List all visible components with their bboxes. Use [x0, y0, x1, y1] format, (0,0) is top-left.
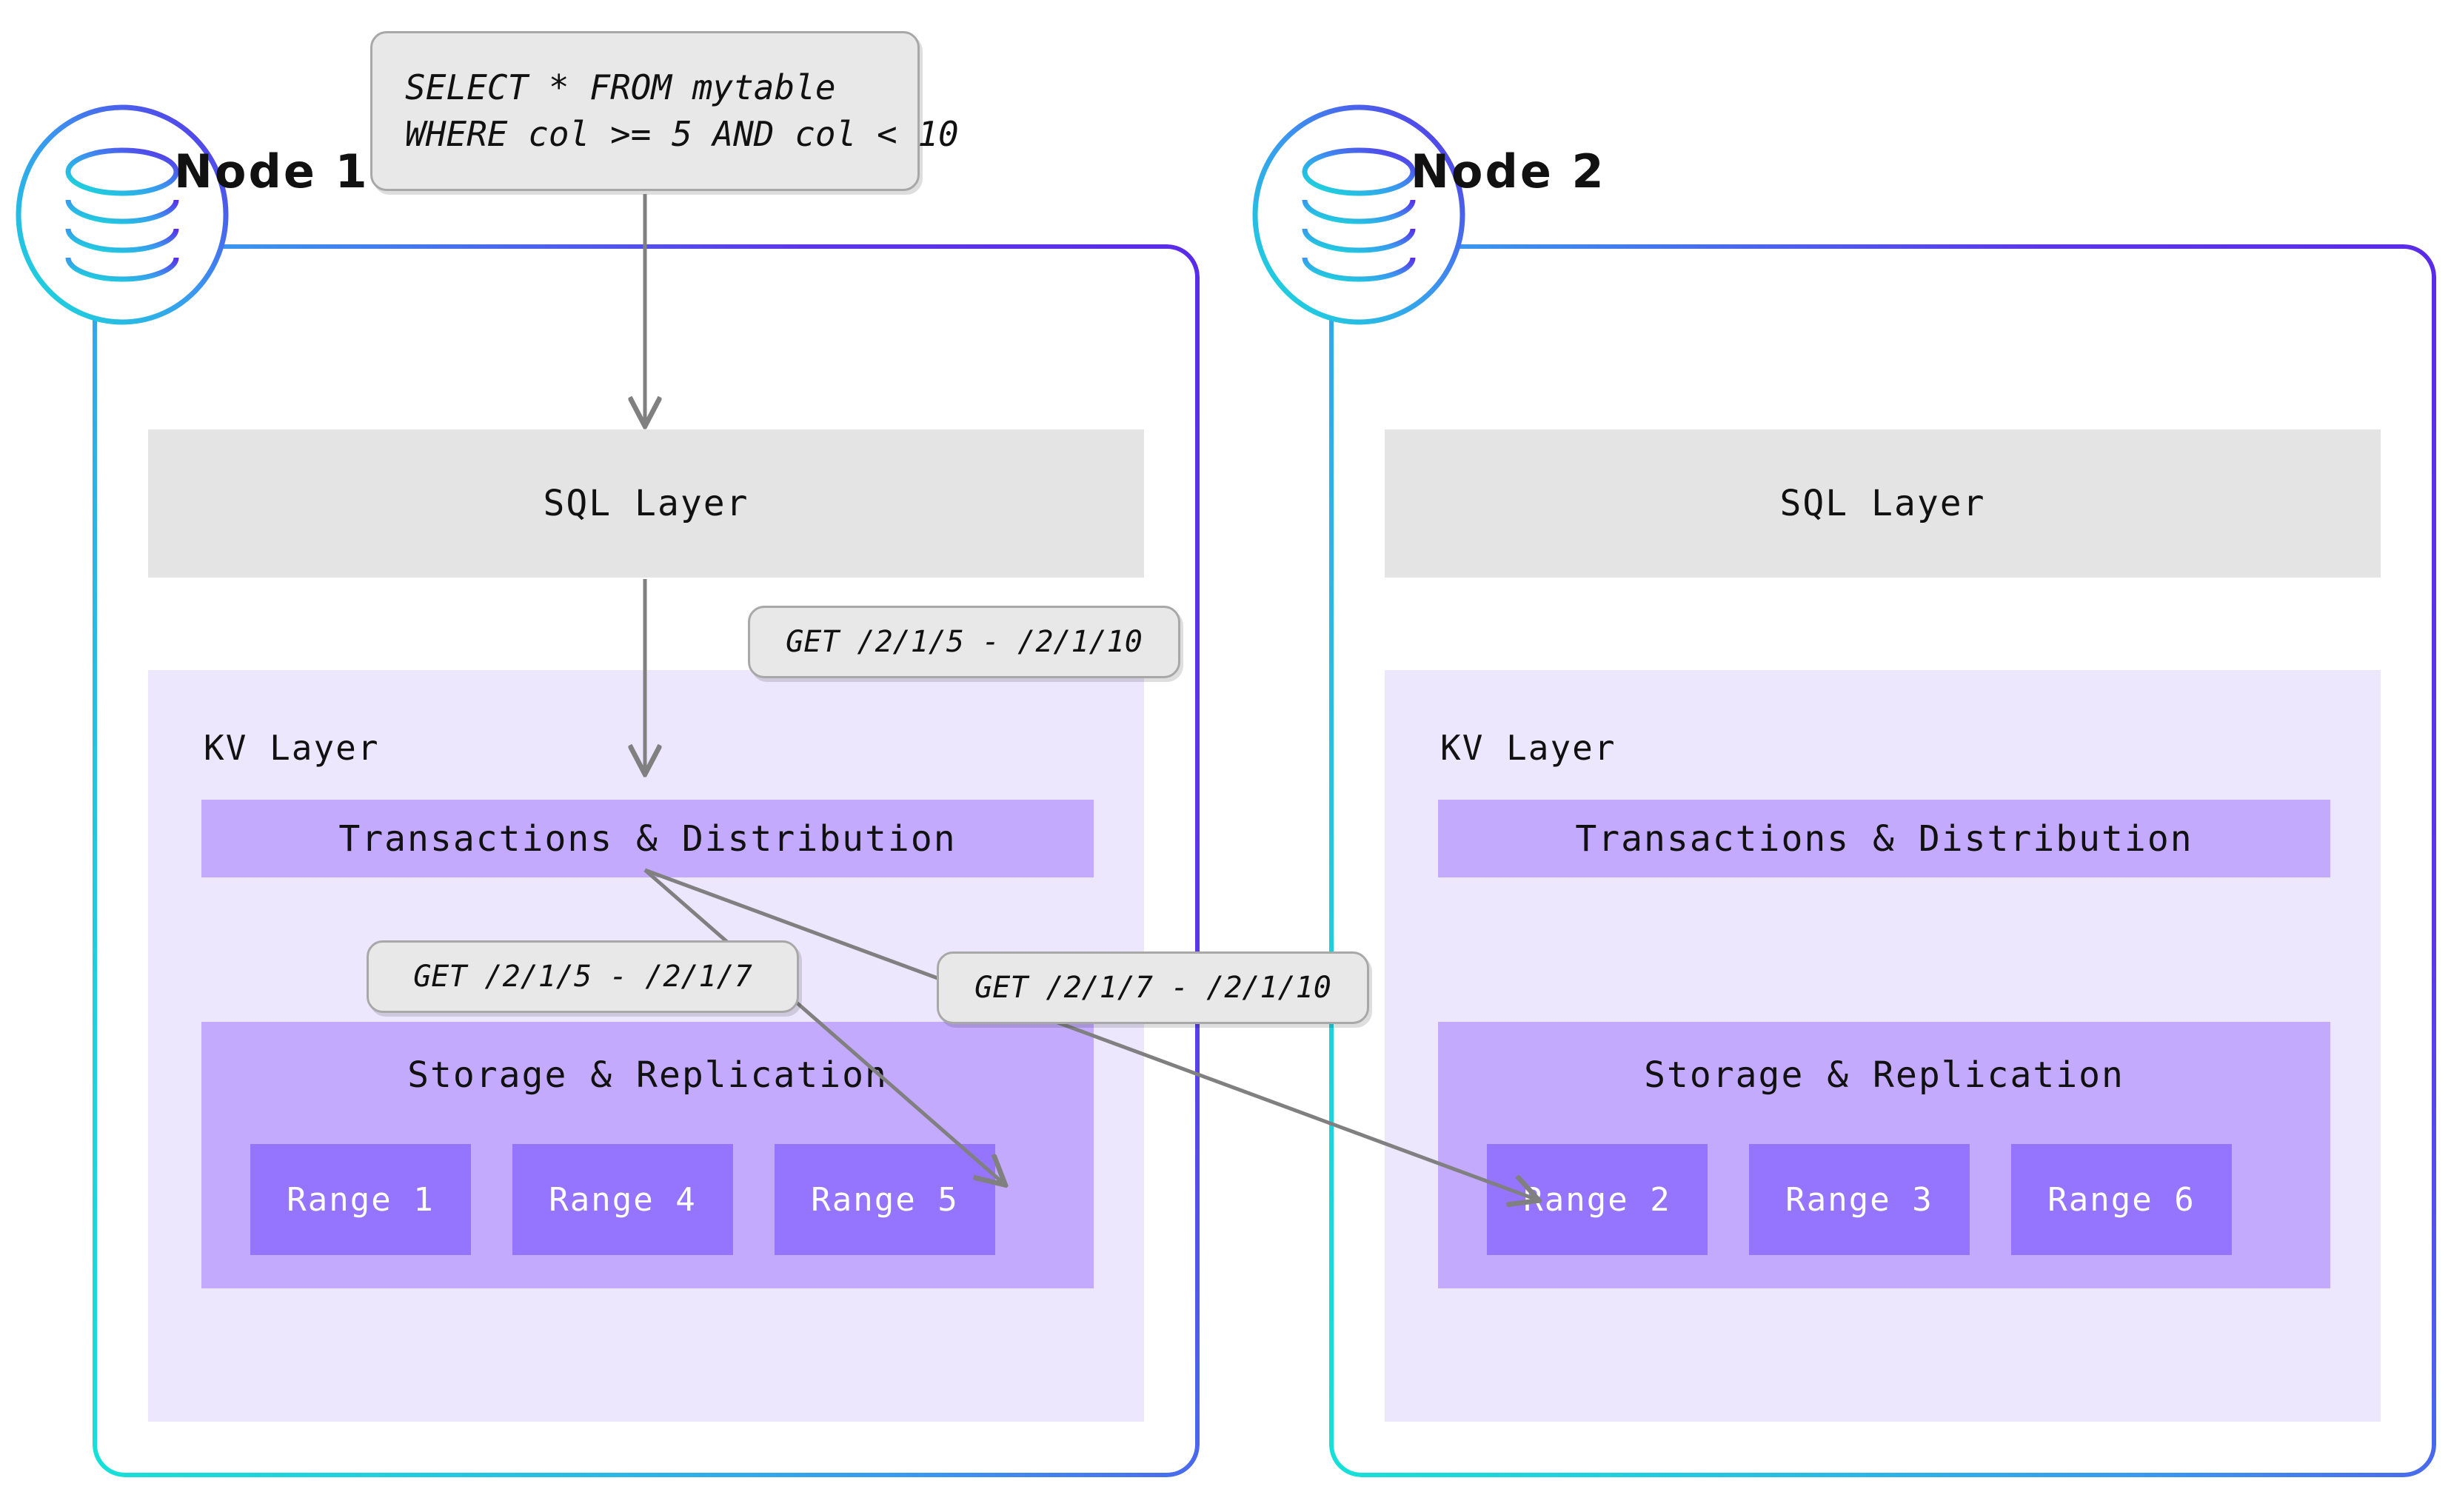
get-request-callout-left: GET /2/1/5 - /2/1/7 [367, 940, 799, 1013]
storage-label: Storage & Replication [407, 1054, 888, 1096]
transactions-label: Transactions & Distribution [338, 817, 957, 860]
sql-query-line-1: SELECT * FROM mytable [405, 67, 836, 107]
sql-query-callout: SELECT * FROM mytable WHERE col >= 5 AND… [370, 31, 959, 191]
range-box: Range 4 [512, 1144, 733, 1255]
database-icon [1252, 104, 1465, 325]
node-title-1: Node 1 [174, 144, 370, 198]
sql-layer-1: SQL Layer [148, 429, 1144, 578]
transactions-label: Transactions & Distribution [1575, 817, 2193, 860]
get-request-callout-right: GET /2/1/7 - /2/1/10 [937, 951, 1369, 1024]
storage-replication-1: Storage & Replication Range 1 Range 4 Ra… [201, 1022, 1094, 1288]
database-icon [16, 104, 229, 325]
kv-layer-label: KV Layer [204, 728, 380, 768]
range-box: Range 2 [1487, 1144, 1708, 1255]
sql-layer-label: SQL Layer [1779, 483, 1986, 524]
sql-layer-2: SQL Layer [1385, 429, 2381, 578]
node-panel-2: Node 2 SQL Layer KV Layer Transactions &… [1252, 104, 2436, 1477]
sql-query-line-2: WHERE col >= 5 AND col < 10 [405, 114, 959, 154]
node-panel-1: Node 1 SQL Layer KV Layer Transactions &… [16, 104, 1200, 1477]
range-row-2: Range 2 Range 3 Range 6 [1487, 1144, 2232, 1255]
range-box: Range 3 [1749, 1144, 1970, 1255]
range-box: Range 5 [775, 1144, 995, 1255]
get-request-callout-top: GET /2/1/5 - /2/1/10 [748, 606, 1180, 678]
node-title-2: Node 2 [1411, 144, 1606, 198]
kv-layer-1: KV Layer Transactions & Distribution Sto… [148, 670, 1144, 1422]
sql-layer-label: SQL Layer [543, 483, 749, 524]
transactions-distribution-1: Transactions & Distribution [201, 800, 1094, 877]
transactions-distribution-2: Transactions & Distribution [1438, 800, 2330, 877]
range-box: Range 6 [2011, 1144, 2232, 1255]
range-box: Range 1 [250, 1144, 471, 1255]
range-row-1: Range 1 Range 4 Range 5 [250, 1144, 995, 1255]
kv-layer-2: KV Layer Transactions & Distribution Sto… [1385, 670, 2381, 1422]
kv-layer-label: KV Layer [1440, 728, 1616, 768]
storage-label: Storage & Replication [1644, 1054, 2124, 1096]
storage-replication-2: Storage & Replication Range 2 Range 3 Ra… [1438, 1022, 2330, 1288]
